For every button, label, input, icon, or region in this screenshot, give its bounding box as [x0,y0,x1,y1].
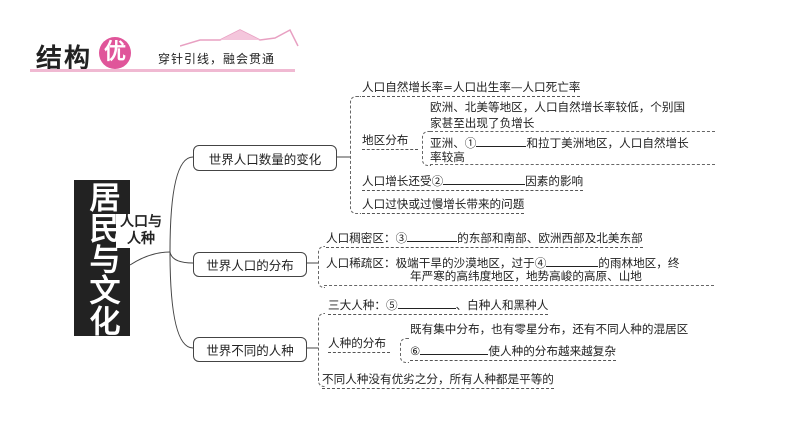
region-asia-text: 亚洲、① 和拉丁美洲地区，人口自然增长 [430,135,689,151]
dashed-line [324,285,714,286]
text: 的雨林地区，终 [598,256,680,270]
text: 因素的影响 [525,174,584,188]
blank-3[interactable] [407,230,458,242]
header-badge: 优 [99,37,131,69]
races-text: 三大人种：⑤ 、白种人和黑种人 [328,297,549,315]
formula-text: 人口自然增长率=人口出生率—人口死亡率 [362,80,581,97]
race-distribution-label: 人种的分布 [328,336,390,353]
text: 亚洲、① [430,136,477,150]
text: 、白种人和黑种人 [455,298,549,312]
problem-text: 人口过快或过慢增长带来的问题 [362,197,525,214]
bracket [318,313,325,387]
roof-decoration [180,28,299,47]
dashed-line [430,164,715,165]
sub-bracket [422,131,431,166]
region-asia-text-2: 率较高 [430,150,465,164]
branch-races: 世界不同的人种 [193,337,307,362]
text: 人口增长还受② [362,174,444,188]
text: 三大人种：⑤ [328,298,398,312]
header-underline [30,69,295,72]
blank-5[interactable] [397,297,456,309]
bracket [318,246,325,288]
factor-text: 人口增长还受② 因素的影响 [362,173,584,191]
text: 人口稀疏区：极端干旱的沙漠地区，过于④ [326,256,547,270]
branch-population-distribution: 世界人口的分布 [193,252,307,277]
bracket [350,96,361,214]
text: ⑥ [410,344,421,358]
blank-4[interactable] [546,255,599,267]
blank-2[interactable] [443,173,526,185]
text: 和拉丁美洲地区，人口自然增长 [526,136,689,150]
dashed-line [430,131,715,132]
region-europe-text-2: 家甚至出现了负增长 [430,116,535,130]
blank-6[interactable] [420,343,489,355]
race-distribution-text-a: 既有集中分布，也有零星分布，还有不同人种的混居区 [410,322,689,336]
text: 人口稠密区：③ [326,231,408,245]
region-europe-text: 欧洲、北美等地区，人口自然增长率较低，个别国 [430,100,686,114]
topic-label: 人口与人种 [116,214,166,248]
sparse-area-text-2: 年严寒的高纬度地区，地势高峻的高原、山地 [410,269,642,283]
side-title: 居民与文化 [74,180,130,336]
header-subtitle: 穿针引线，融会贯通 [158,52,276,66]
race-distribution-text-b: ⑥ 使人种的分布越来越复杂 [410,343,616,361]
equality-text: 不同人种没有优劣之分，所有人种都是平等的 [322,372,554,389]
blank-1[interactable] [476,135,527,147]
text: 使人种的分布越来越复杂 [488,344,616,358]
sparse-area-text: 人口稀疏区：极端干旱的沙漠地区，过于④ 的雨林地区，终 [326,255,679,271]
text: 的东部和南部、欧洲西部及北美东部 [457,231,643,245]
sub-bracket [400,338,409,363]
branch-population-change: 世界人口数量的变化 [193,145,337,171]
region-label: 地区分布 [362,133,419,150]
dense-area-text: 人口稠密区：③ 的东部和南部、欧洲西部及北美东部 [326,230,643,248]
